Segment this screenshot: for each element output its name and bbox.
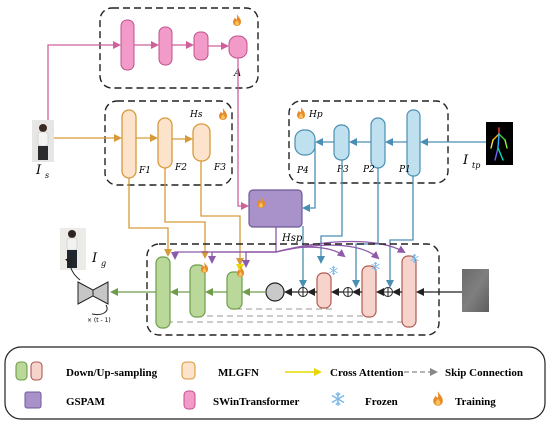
legend: Down/Up-sampling MLGFN Cross Attention S… [4, 346, 546, 420]
label-itp: I [462, 153, 469, 168]
pose-image-itp [486, 122, 513, 165]
training-flame-icon [200, 262, 209, 273]
legend-up-swatch [30, 361, 43, 381]
source-image-is [32, 120, 54, 162]
training-flame-icon [297, 107, 305, 119]
label-f2: F2 [174, 163, 187, 173]
training-flame-icon [236, 266, 245, 277]
label-hs: Hs [189, 110, 203, 120]
label-p4: P4 [296, 166, 309, 176]
label-hsp: Hsp [281, 233, 303, 244]
legend-gspam-swatch [24, 391, 42, 409]
label-times-t: × (t - 1) [87, 317, 111, 324]
legend-mlgfn: MLGFN [218, 367, 259, 379]
noise-input-image [462, 269, 489, 312]
label-p2: P2 [362, 165, 375, 175]
generated-image-ig [60, 228, 86, 270]
legend-cross-attention: Cross Attention [330, 367, 403, 379]
label-itp-sub: tp [472, 161, 480, 170]
training-flame-icon [219, 108, 227, 120]
legend-down-swatch [15, 361, 28, 381]
frozen-snowflake-icon [329, 266, 338, 275]
hs-output-lines [128, 161, 244, 266]
label-a: A [233, 68, 241, 79]
label-ig: I [91, 251, 98, 266]
legend-swin: SWinTransformer [213, 396, 299, 408]
label-f3: F3 [213, 163, 226, 173]
label-hp: Hp [308, 110, 323, 120]
skip-connections [170, 308, 403, 323]
label-p1: P1 [398, 165, 411, 175]
legend-down-up: Down/Up-sampling [66, 367, 158, 379]
cross-attention-arrows [236, 264, 244, 272]
legend-skip-connection: Skip Connection [445, 367, 523, 379]
legend-mlgfn-swatch [181, 361, 196, 380]
unet-module [146, 243, 440, 336]
label-f1: F1 [138, 166, 151, 176]
legend-gspam: GSPAM [66, 396, 106, 408]
label-is-sub: s [45, 171, 49, 180]
hs-module: Hs F1 F2 F3 [104, 100, 233, 186]
legend-training: Training [455, 396, 496, 408]
hsp-output-lines [171, 227, 406, 268]
legend-swin-swatch [183, 390, 196, 410]
label-ig-sub: g [101, 259, 106, 268]
hp-output-lines [299, 160, 414, 288]
p4-to-hsp-arrow [302, 143, 316, 212]
legend-frozen: Frozen [365, 396, 398, 408]
unet-blocks [155, 255, 417, 329]
is-connections [47, 41, 122, 142]
decoder-loop: × (t - 1) [64, 256, 111, 324]
a-to-hsp-arrow [237, 58, 249, 210]
label-is: I [35, 163, 42, 178]
swin-module-a: A [99, 7, 259, 89]
training-flame-icon [233, 14, 241, 26]
